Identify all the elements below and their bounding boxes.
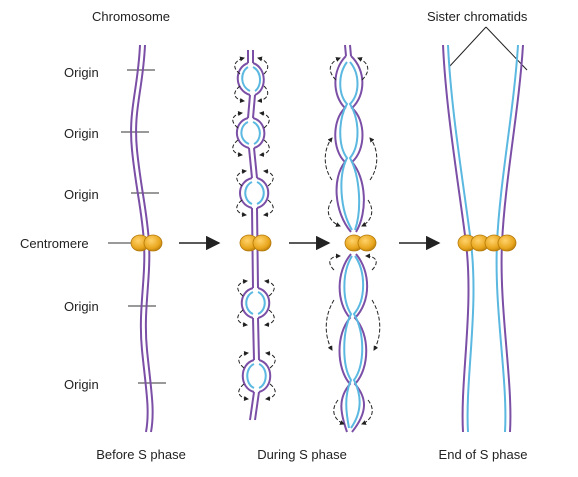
caption-end-of-s-phase: End of S phase <box>439 447 528 462</box>
replication-bubble-3 <box>239 177 270 209</box>
origin-label-4: Origin <box>64 299 99 314</box>
replication-bubble-5 <box>241 359 272 393</box>
centromere-label: Centromere <box>20 236 89 251</box>
centromere-during <box>239 234 272 252</box>
replication-fork-arrows-late <box>324 57 381 425</box>
chromosome-late-replication <box>334 44 369 433</box>
centromere-late <box>344 234 377 252</box>
replication-bubble-4 <box>240 287 271 319</box>
centromere-before <box>130 234 163 252</box>
replication-fork-arrows-early <box>232 56 276 401</box>
origin-label-1: Origin <box>64 65 99 80</box>
replication-bubble-2 <box>235 117 266 149</box>
sister-chromatids-pointer-lines <box>448 26 528 71</box>
chromosome-early-replication <box>235 50 272 421</box>
replication-bubble-1 <box>236 62 265 96</box>
centromere-end <box>457 234 517 252</box>
caption-before-s-phase: Before S phase <box>96 447 186 462</box>
sister-chromatids-label: Sister chromatids <box>427 9 528 24</box>
chromosome-label: Chromosome <box>92 9 170 24</box>
origin-label-3: Origin <box>64 187 99 202</box>
origin-label-5: Origin <box>64 377 99 392</box>
caption-during-s-phase: During S phase <box>257 447 347 462</box>
origin-label-2: Origin <box>64 126 99 141</box>
